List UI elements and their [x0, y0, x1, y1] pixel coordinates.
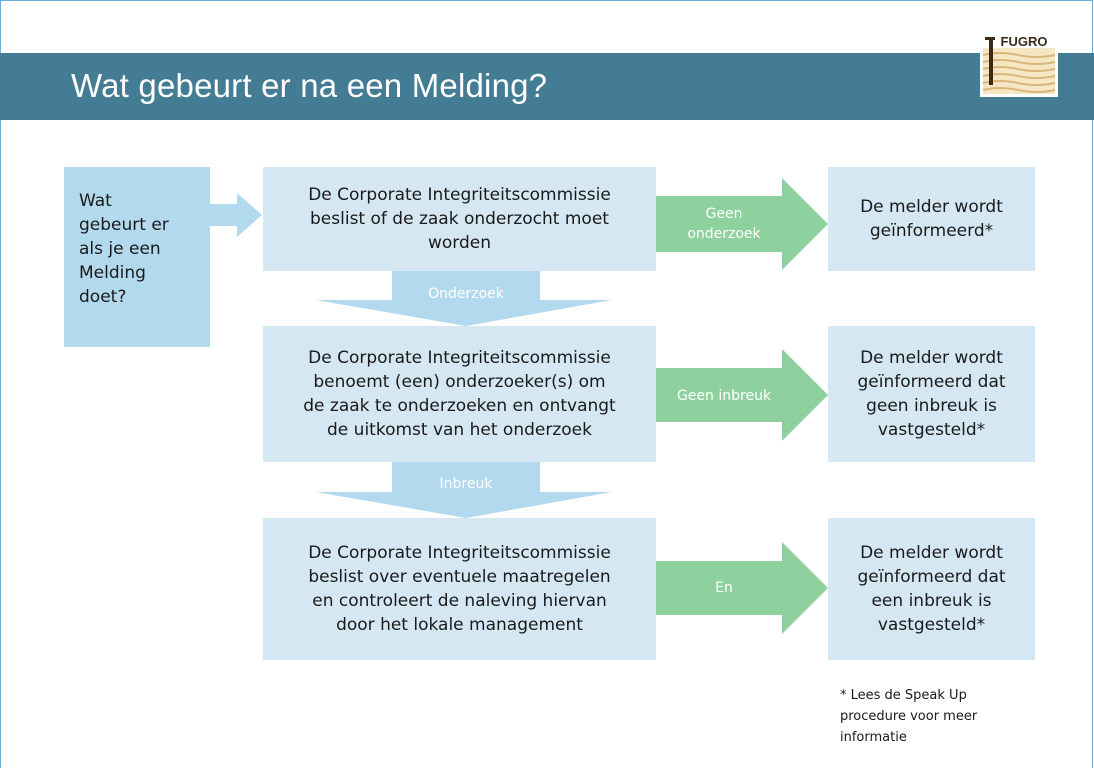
branch-arrow-3 — [656, 542, 828, 634]
fugro-logo: FUGRO — [980, 27, 1058, 97]
outcome-box-1-text: De melder wordt geïnformeerd* — [860, 197, 1003, 241]
branch-arrow-1 — [656, 178, 828, 270]
outcome-box-2: De melder wordt geïnformeerd dat geen in… — [828, 326, 1035, 462]
step-box-2-text: De Corporate Integriteitscommissie benoe… — [303, 348, 616, 440]
down-arrow-1 — [316, 270, 612, 326]
left-to-step-arrow — [210, 193, 262, 237]
slide-title: Wat gebeurt er na een Melding? — [71, 67, 548, 104]
branch-label-2: Geen inbreuk — [676, 388, 772, 404]
branch-label-3: En — [715, 580, 733, 596]
step-box-1-text: De Corporate Integriteitscommissie besli… — [308, 185, 611, 253]
footnote: * Lees de Speak Up procedure voor meer i… — [840, 688, 978, 745]
down-arrow-2 — [316, 462, 612, 518]
title-bar — [0, 53, 1094, 120]
down-label-1: Onderzoek — [428, 286, 504, 302]
outcome-box-2-text: De melder wordt geïnformeerd dat geen in… — [857, 348, 1006, 440]
step-box-2: De Corporate Integriteitscommissie benoe… — [263, 326, 656, 462]
step-box-3-text: De Corporate Integriteitscommissie besli… — [308, 543, 611, 635]
down-label-2: Inbreuk — [439, 476, 493, 492]
step-box-3: De Corporate Integriteitscommissie besli… — [263, 518, 656, 660]
branch-label-1: Geen onderzoek — [687, 206, 761, 242]
branch-arrow-2 — [656, 349, 828, 441]
outcome-box-3: De melder wordt geïnformeerd dat een inb… — [828, 518, 1035, 660]
logo-text: FUGRO — [1001, 34, 1048, 49]
outcome-box-3-text: De melder wordt geïnformeerd dat een inb… — [857, 543, 1006, 635]
step-box-1: De Corporate Integriteitscommissie besli… — [263, 167, 656, 271]
outcome-box-1: De melder wordt geïnformeerd* — [828, 167, 1035, 271]
question-box: Wat gebeurt er als je een Melding doet? — [64, 167, 210, 347]
